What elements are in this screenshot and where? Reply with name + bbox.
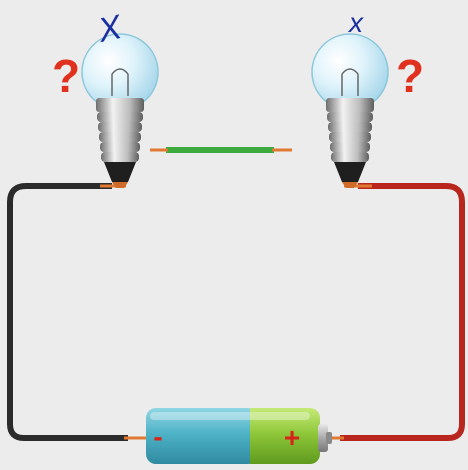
right-bulb — [311, 33, 389, 188]
left-question-mark: ? — [52, 50, 80, 102]
positive-wire — [340, 183, 465, 441]
copper-leads — [100, 148, 372, 440]
filament-icon — [111, 68, 129, 96]
negative-wire — [7, 183, 128, 441]
battery-negative-label: - — [153, 421, 162, 452]
filament-icon — [341, 68, 359, 96]
left-bulb — [81, 33, 159, 188]
right-handwritten-mark: x — [347, 7, 364, 38]
battery: - + — [146, 408, 332, 464]
battery-positive-label: + — [284, 422, 300, 453]
right-question-mark: ? — [396, 50, 424, 102]
battery-cap — [318, 424, 328, 452]
